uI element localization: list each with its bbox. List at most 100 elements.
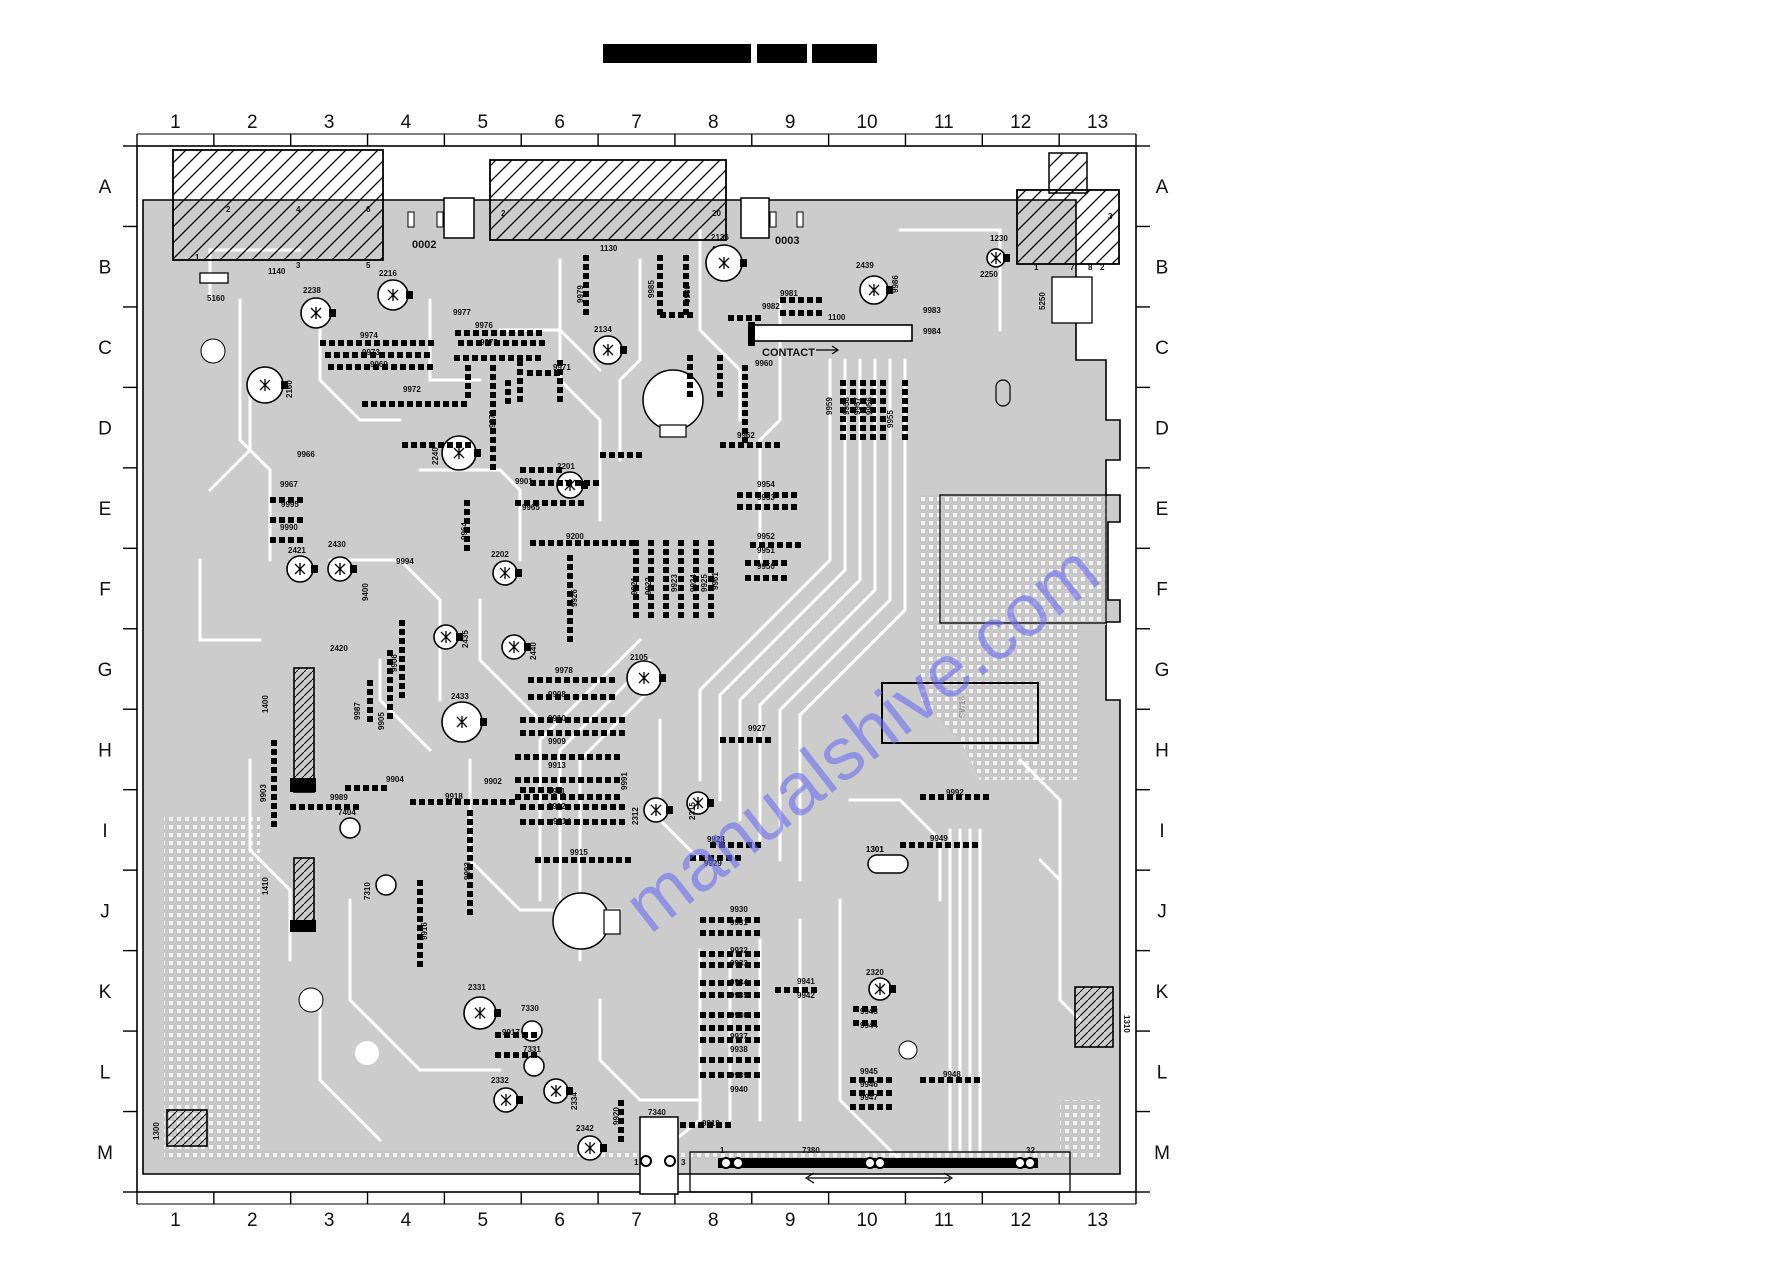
ref-9928: 9928	[707, 835, 725, 844]
pad	[708, 576, 714, 582]
pad	[616, 857, 622, 863]
pad	[417, 952, 423, 958]
pad	[557, 387, 563, 393]
pad	[729, 737, 735, 743]
pad	[505, 380, 511, 386]
pad	[542, 500, 548, 506]
pad	[736, 951, 742, 957]
pad	[592, 717, 598, 723]
transistor-7404	[339, 817, 361, 839]
pad	[560, 777, 566, 783]
ref-9926: 9926	[570, 589, 579, 607]
pad	[517, 396, 523, 402]
row-label-left: E	[99, 499, 112, 520]
ref-9936: 9936	[730, 1011, 748, 1020]
ref-sw16: SW16	[958, 696, 967, 718]
pad	[708, 549, 714, 555]
pad	[683, 273, 689, 279]
pad	[709, 992, 715, 998]
ref-9979: 9979	[576, 285, 585, 303]
pad	[633, 540, 639, 546]
pad	[320, 340, 326, 346]
pad	[583, 255, 589, 261]
ref-9969: 9969	[370, 360, 388, 369]
connector-0002-body	[443, 197, 475, 239]
pad	[553, 857, 559, 863]
pad	[850, 407, 856, 413]
connector-1130: 220211130	[489, 159, 727, 254]
pad	[424, 352, 430, 358]
connector-body	[293, 857, 315, 929]
pad	[718, 951, 724, 957]
ref-9947: 9947	[860, 1093, 878, 1102]
pad	[886, 1090, 892, 1096]
pad	[768, 542, 774, 548]
pad	[271, 767, 277, 773]
ref-9934: 9934	[730, 978, 748, 987]
pad	[538, 819, 544, 825]
pad	[417, 907, 423, 913]
pad	[773, 492, 779, 498]
pin-label: 20	[712, 209, 721, 218]
pad	[361, 352, 367, 358]
header-bars	[603, 44, 877, 63]
ic-7380-outline	[689, 1151, 1071, 1193]
ref-9909: 9909	[548, 737, 566, 746]
pad	[756, 737, 762, 743]
pad	[407, 401, 413, 407]
pin-label: 5	[366, 261, 371, 270]
component-5160	[199, 272, 229, 284]
pad	[850, 1077, 856, 1083]
pad	[428, 799, 434, 805]
pad	[747, 442, 753, 448]
ref-7330: 7330	[521, 1004, 539, 1013]
column-label-bottom: 1	[170, 1210, 181, 1231]
connector-label: 1400	[261, 695, 270, 713]
capacitor-symbol	[334, 563, 346, 575]
capacitor-2331	[463, 996, 501, 1030]
pad	[945, 842, 951, 848]
connector-body	[172, 149, 384, 261]
pad	[936, 842, 942, 848]
pad	[633, 576, 639, 582]
pad	[490, 392, 496, 398]
pad	[583, 730, 589, 736]
pad	[397, 352, 403, 358]
pad	[297, 517, 303, 523]
capacitor-pad	[886, 286, 893, 294]
ref-9976: 9976	[475, 321, 493, 330]
pad	[387, 677, 393, 683]
connector-1100-body	[751, 324, 913, 342]
pad	[583, 804, 589, 810]
pad	[515, 794, 521, 800]
pad	[709, 1057, 715, 1063]
pad	[410, 340, 416, 346]
pad-rows	[270, 255, 989, 1142]
pad	[708, 540, 714, 546]
pad	[693, 576, 699, 582]
pad	[709, 930, 715, 936]
pad	[467, 810, 473, 816]
pad	[678, 312, 684, 318]
pad	[745, 917, 751, 923]
pad	[745, 1037, 751, 1043]
pad	[877, 1104, 883, 1110]
pad	[618, 1127, 624, 1133]
pad	[290, 804, 296, 810]
pin-label: 8	[1088, 263, 1093, 272]
pad	[591, 694, 597, 700]
pad	[592, 730, 598, 736]
battery-holder-2	[552, 892, 610, 950]
pad	[452, 401, 458, 407]
row-label-left: K	[99, 982, 112, 1003]
pad	[417, 943, 423, 949]
pin-label: 2	[226, 205, 231, 214]
pad	[551, 754, 557, 760]
pad	[727, 980, 733, 986]
pad	[786, 542, 792, 548]
ref-9960: 9960	[755, 359, 773, 368]
connector-label: 1130	[600, 244, 618, 253]
connector-body	[1074, 986, 1114, 1048]
pad	[387, 668, 393, 674]
pad	[693, 558, 699, 564]
